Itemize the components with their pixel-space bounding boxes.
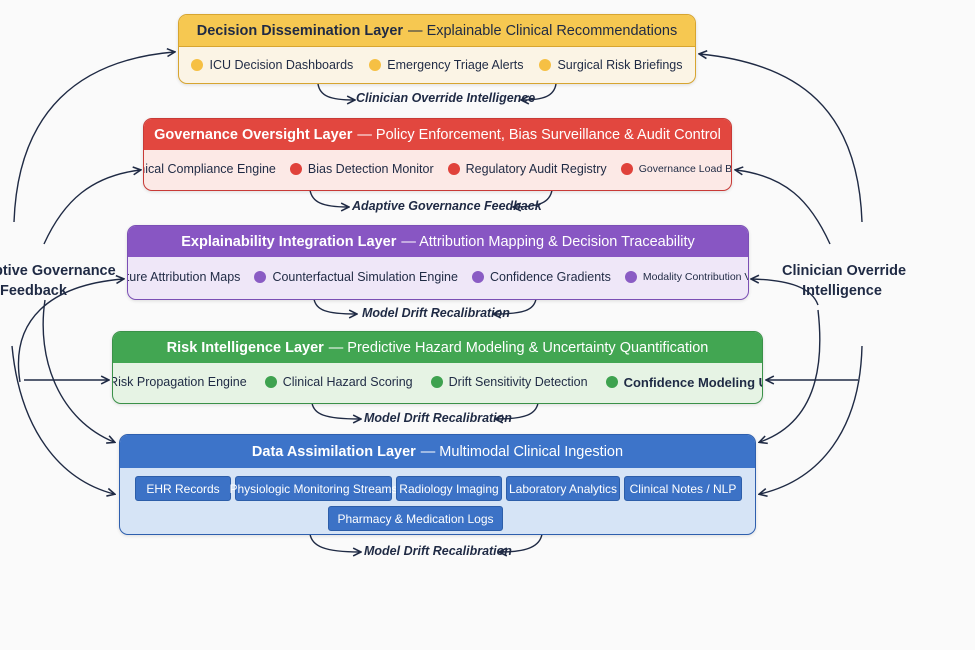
layer-item: Counterfactual Simulation Engine [254, 270, 458, 284]
feedback-label-dissemination: Clinician Override Intelligence [356, 91, 536, 105]
bullet-icon [539, 59, 552, 71]
right-arrow-to-data-b [760, 345, 863, 494]
bullet-icon [264, 376, 277, 388]
data-source-chip: Clinical Notes / NLP [624, 476, 742, 501]
layer-title: Decision Dissemination Layer [196, 22, 404, 39]
layer-item: Regulatory Audit Registry [447, 162, 607, 176]
layer-header: Governance Oversight Layer — Policy Enfo… [144, 119, 731, 150]
side-label-left: ptive Governance Feedback [0, 261, 116, 301]
bullet-icon [605, 376, 618, 388]
feedback-label-data: Model Drift Recalibration [364, 544, 512, 558]
feedback-label-governance: Adaptive Governance Feedback [352, 199, 542, 213]
layer-subtitle: — Predictive Hazard Modeling & Uncertain… [328, 339, 709, 356]
data-source-chip: Physiologic Monitoring Streams [229, 476, 398, 501]
side-label-right: Clinician Override Intelligence [782, 261, 907, 301]
layer-title: Data Assimilation Layer [251, 443, 416, 460]
left-arrow-to-data-a [42, 299, 114, 442]
left-arrow-to-governance [43, 170, 140, 245]
layer-subtitle: — Policy Enforcement, Bias Surveillance … [357, 126, 721, 143]
side-label-left-line2: Feedback [0, 283, 67, 299]
bullet-icon [191, 59, 204, 71]
right-arrow-to-governance [736, 170, 831, 245]
layer-title: Governance Oversight Layer [154, 126, 353, 143]
data-assimilation-layer: Data Assimilation Layer — Multimodal Cli… [119, 434, 756, 535]
governance-oversight-layer: Governance Oversight Layer — Policy Enfo… [143, 118, 732, 191]
loop-explainability-left [313, 298, 356, 314]
layer-item: Confidence Modeling Unit [605, 375, 762, 390]
data-source-chip: Pharmacy & Medication Logs [328, 506, 503, 531]
layer-item: Confidence Gradients [471, 270, 611, 284]
layer-item: Feature Attribution Maps [128, 270, 240, 284]
data-source-chip: Radiology Imaging [396, 476, 502, 501]
layer-header: Data Assimilation Layer — Multimodal Cli… [120, 435, 755, 468]
bullet-icon [369, 59, 382, 71]
layer-title: Risk Intelligence Layer [166, 339, 324, 356]
layer-subtitle: — Multimodal Clinical Ingestion [420, 443, 624, 460]
layer-header: Risk Intelligence Layer — Predictive Haz… [113, 332, 762, 363]
layer-header: Decision Dissemination Layer — Explainab… [179, 15, 695, 47]
layer-item: Governance Load Balancer [620, 163, 731, 175]
layer-item: Surgical Risk Briefings [539, 58, 683, 72]
layer-subtitle: — Attribution Mapping & Decision Traceab… [401, 233, 695, 250]
layer-title: Explainability Integration Layer [181, 233, 397, 250]
feedback-label-explainability: Model Drift Recalibration [362, 306, 510, 320]
bullet-icon [289, 163, 302, 175]
layer-item: Ethical Compliance Engine [144, 162, 276, 176]
layer-item: Emergency Triage Alerts [369, 58, 523, 72]
bullet-icon [254, 271, 267, 283]
data-source-chip: EHR Records [135, 476, 231, 501]
bullet-icon [447, 163, 460, 175]
side-label-left-line1: ptive Governance [0, 263, 116, 279]
right-arrow-to-data-a [760, 309, 821, 442]
loop-governance-left [309, 189, 348, 207]
layer-item: Modality Contribution Visualizer [624, 271, 748, 283]
layer-item: ICU Decision Dashboards [191, 58, 353, 72]
layer-item: Risk Propagation Engine [113, 375, 247, 389]
explainability-integration-layer: Explainability Integration Layer — Attri… [127, 225, 749, 300]
bullet-icon [471, 271, 484, 283]
bullet-icon [430, 376, 443, 388]
risk-intelligence-layer: Risk Intelligence Layer — Predictive Haz… [112, 331, 763, 404]
loop-dissemination-left [317, 83, 354, 100]
layer-item: Drift Sensitivity Detection [430, 375, 588, 389]
bullet-icon [620, 163, 633, 175]
layer-subtitle: — Explainable Clinical Recommendations [408, 22, 678, 39]
side-label-right-line2: Intelligence [802, 283, 882, 299]
feedback-label-risk: Model Drift Recalibration [364, 411, 512, 425]
layer-item: Clinical Hazard Scoring [264, 375, 413, 389]
data-source-chip: Laboratory Analytics [506, 476, 620, 501]
side-label-right-line1: Clinician Override [782, 263, 907, 279]
loop-data-left [309, 533, 360, 552]
layer-item: Bias Detection Monitor [289, 162, 434, 176]
bullet-icon [624, 271, 637, 283]
layer-header: Explainability Integration Layer — Attri… [128, 226, 748, 257]
decision-dissemination-layer: Decision Dissemination Layer — Explainab… [178, 14, 696, 84]
left-arrow-to-data-b [11, 345, 114, 494]
loop-risk-left [311, 402, 360, 419]
